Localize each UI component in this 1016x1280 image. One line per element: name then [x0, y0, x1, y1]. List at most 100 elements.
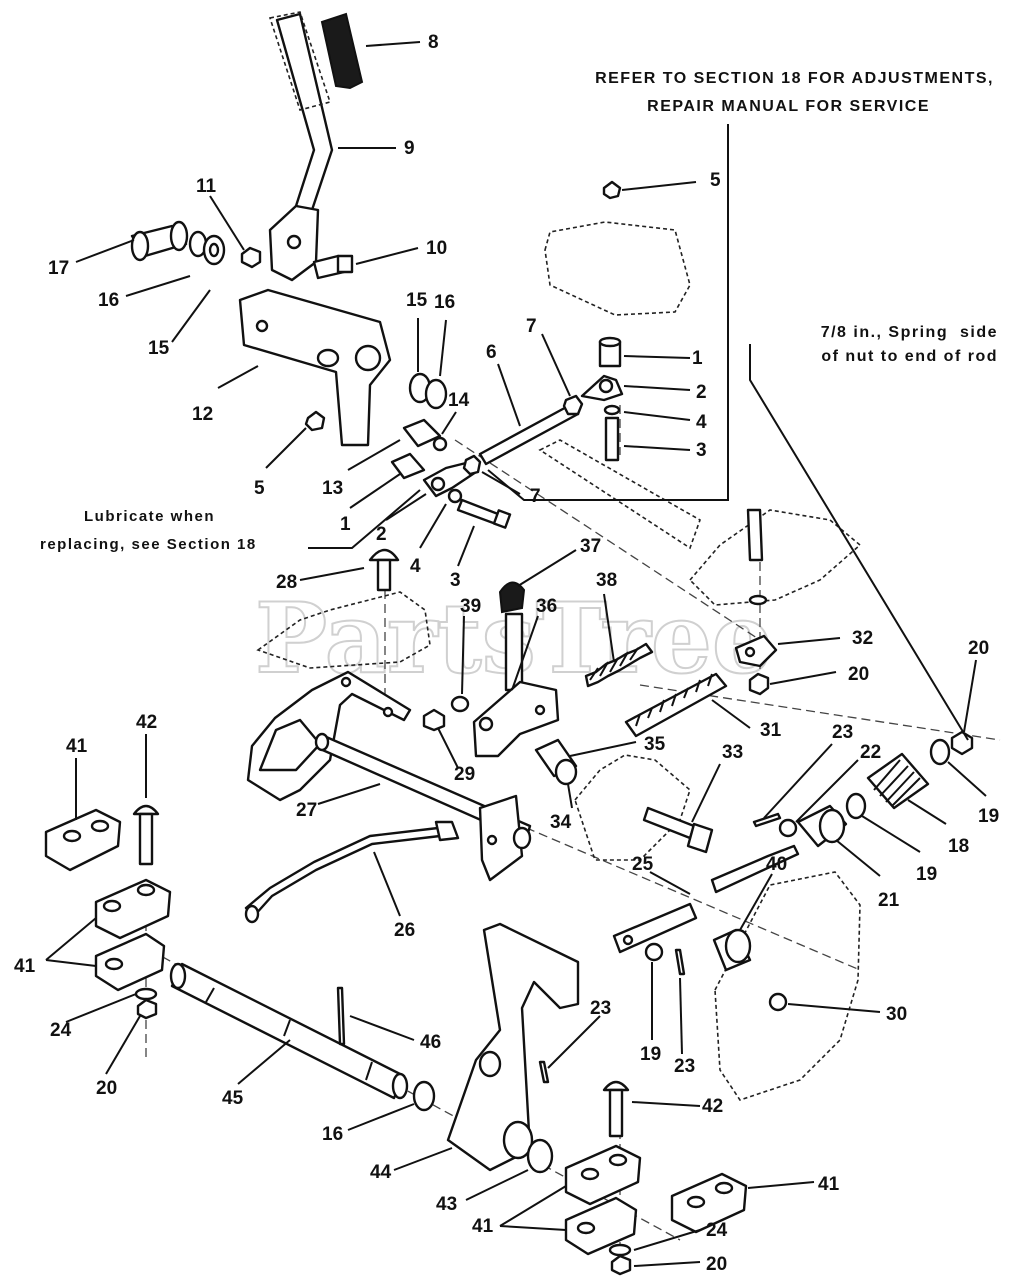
bolt-42b-shank: [608, 1088, 624, 1138]
callout-9: 9: [404, 138, 415, 159]
nut-20a-part: [748, 672, 770, 696]
callout-4: 4: [410, 556, 421, 577]
callout-14: 14: [448, 390, 470, 411]
callout-28: 28: [276, 572, 297, 593]
callout-34: 34: [550, 812, 572, 833]
callout-26: 26: [394, 920, 415, 941]
nut-5b-part: [602, 180, 622, 200]
pedal-36-part: [504, 612, 524, 692]
washer-4b-part: [447, 488, 463, 504]
callout-5: 5: [254, 478, 265, 499]
spring-38-part: [584, 642, 654, 688]
spring-18-part: [866, 752, 930, 810]
washer-22-part: [778, 818, 798, 838]
callout-20: 20: [706, 1254, 727, 1275]
clip-30-part: [768, 992, 788, 1012]
callout-18: 18: [948, 836, 969, 857]
callout-7: 7: [526, 316, 537, 337]
bracket-32-part: [734, 634, 778, 668]
spring-note-line2: of nut to end of rod: [821, 348, 998, 365]
callout-12: 12: [192, 404, 213, 425]
callout-16: 16: [322, 1124, 343, 1145]
rod-25-part: [710, 844, 800, 894]
callout-37: 37: [580, 536, 601, 557]
nut-20b-part: [950, 730, 974, 756]
bracket-12-part: [238, 288, 392, 447]
washer-24b-part: [608, 1243, 632, 1257]
callout-33: 33: [722, 742, 743, 763]
lube-note-line1: Lubricate when: [84, 508, 216, 525]
callout-15: 15: [406, 290, 428, 311]
rod-6-part: [478, 402, 580, 466]
callout-labels: 8 9 11 10 17 16 15 12 15 16 14 5 13 6 7 …: [14, 32, 999, 1275]
callout-42: 42: [702, 1096, 723, 1117]
spacer-34-part: [554, 758, 578, 786]
callout-20: 20: [848, 664, 869, 685]
callout-24: 24: [706, 1220, 728, 1241]
rod-sleeve-ghost: [538, 439, 701, 550]
callout-2: 2: [696, 382, 707, 403]
callout-3: 3: [696, 440, 707, 461]
callout-13: 13: [322, 478, 343, 499]
handle-grip-part: [320, 12, 364, 90]
callout-38: 38: [596, 570, 617, 591]
clamp-41c-part: [94, 932, 166, 992]
rod-26-part: [244, 826, 442, 918]
callout-41: 41: [14, 956, 36, 977]
callout-32: 32: [852, 628, 873, 649]
callout-42: 42: [136, 712, 157, 733]
clip-14-part: [432, 436, 448, 452]
bolt-42b-part: [602, 1080, 630, 1092]
washer-39-part: [450, 695, 470, 713]
callout-10: 10: [426, 238, 447, 259]
bolt-28-shank: [376, 558, 392, 592]
lube-note-line2: replacing, see Section 18: [40, 536, 257, 553]
nut-20c-part: [136, 998, 158, 1020]
nut-20d-part: [610, 1254, 632, 1276]
pedal-bracket-44-part: [446, 922, 580, 1172]
spring-31-part: [624, 672, 728, 738]
callout-41: 41: [472, 1216, 494, 1237]
callout-25: 25: [632, 854, 654, 875]
refer-note-line1: REFER TO SECTION 18 FOR ADJUSTMENTS,: [595, 70, 994, 87]
pedal-bracket-part: [472, 680, 560, 758]
callout-20: 20: [968, 638, 989, 659]
callout-3: 3: [450, 570, 461, 591]
bolt-3b-part: [456, 498, 500, 526]
refer-note-line2: REPAIR MANUAL FOR SERVICE: [647, 98, 930, 115]
cotter-23b-part: [538, 1060, 550, 1084]
callout-2: 2: [376, 524, 387, 545]
callout-35: 35: [644, 734, 666, 755]
clamp-41a-part: [44, 808, 122, 872]
callout-27: 27: [296, 800, 317, 821]
washer-24a-part: [134, 987, 158, 1001]
washer-16c-part: [412, 1080, 436, 1112]
shaft-plate-part: [478, 794, 524, 882]
clamp-41d-part: [564, 1144, 642, 1206]
callout-31: 31: [760, 720, 782, 741]
callout-19: 19: [978, 806, 999, 827]
callout-46: 46: [420, 1032, 441, 1053]
callout-7: 7: [530, 486, 541, 507]
cotter-23a-part: [752, 812, 782, 828]
callout-6: 6: [486, 342, 497, 363]
callout-23: 23: [674, 1056, 695, 1077]
washer-19c-part: [644, 942, 664, 962]
callout-16: 16: [434, 292, 455, 313]
bolt-42a-shank: [138, 812, 154, 866]
bolt-3a-part: [604, 416, 620, 462]
callout-40: 40: [766, 854, 787, 875]
callout-30: 30: [886, 1004, 907, 1025]
bushing-1b-part: [390, 452, 426, 480]
callout-15: 15: [148, 338, 170, 359]
bolt-33-part: [642, 806, 696, 840]
cotter-23c-part: [674, 948, 686, 976]
callout-17: 17: [48, 258, 69, 279]
clamp-41e-part: [564, 1196, 638, 1256]
callout-29: 29: [454, 764, 475, 785]
bolt-28-part: [368, 548, 400, 562]
shaft-45-part: [170, 962, 406, 1100]
callout-16: 16: [98, 290, 119, 311]
spring-note-line1: 7/8 in., Spring side: [820, 324, 998, 341]
